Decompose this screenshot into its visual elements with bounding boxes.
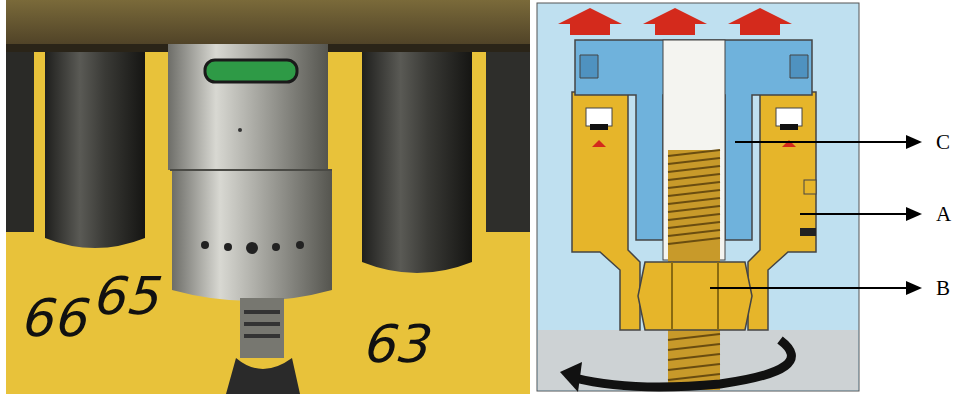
part-label: C	[936, 132, 950, 153]
leader-arrows	[710, 135, 922, 295]
bolt-number: 66	[21, 292, 93, 344]
part-label: A	[936, 204, 951, 225]
part-label: B	[936, 278, 950, 299]
bolt-number: 65	[93, 270, 165, 322]
tensioner-cutaway	[537, 3, 859, 392]
photo	[6, 0, 530, 394]
bolt-number: 63	[363, 318, 435, 370]
